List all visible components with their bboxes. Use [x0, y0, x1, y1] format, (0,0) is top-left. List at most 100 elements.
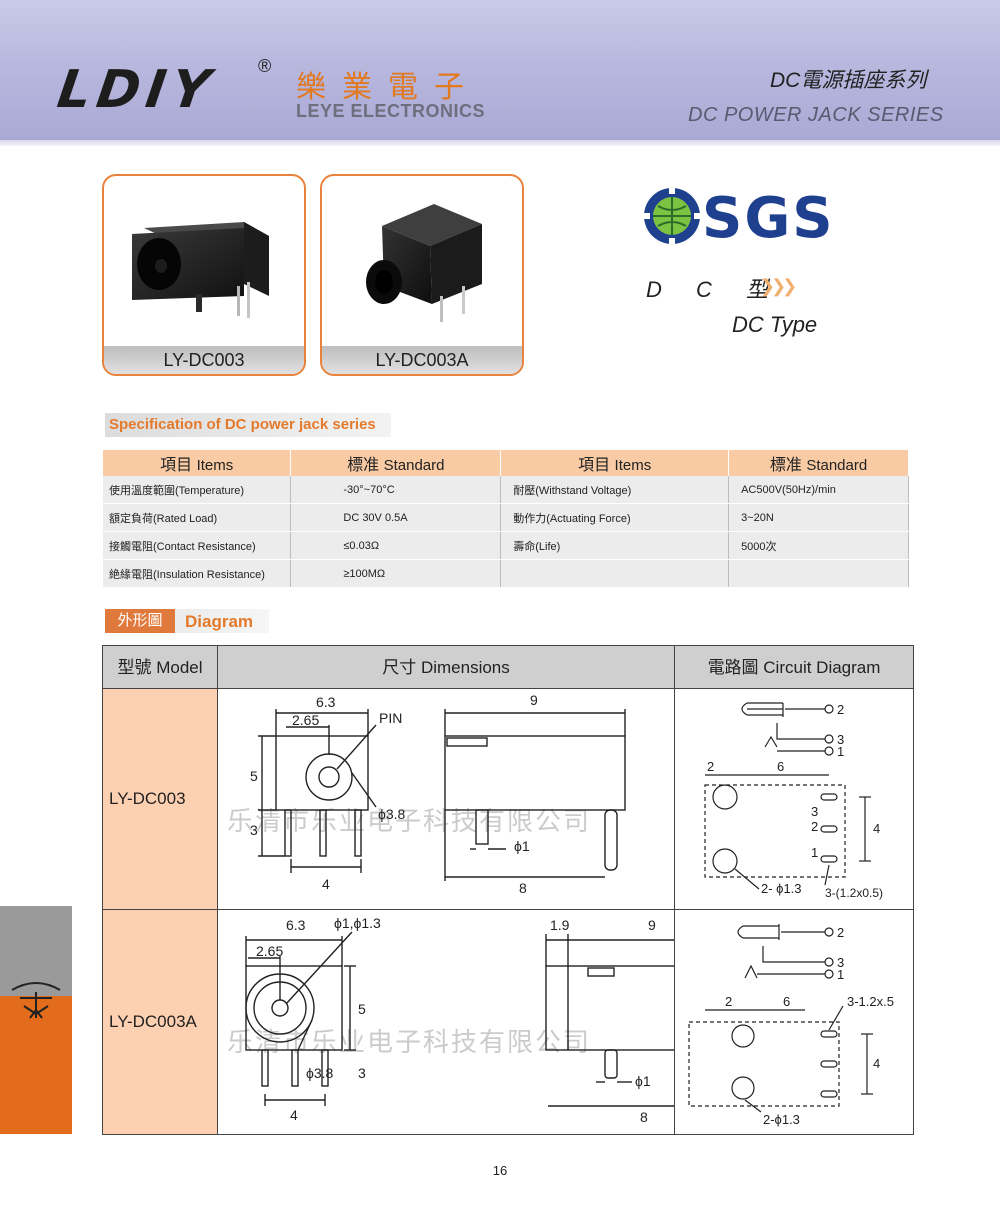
product-card-dc003a: LY-DC003A: [320, 174, 524, 376]
spec-value: 3~20N: [728, 503, 909, 532]
circuit-column-header: 電路圖 Circuit Diagram: [675, 646, 913, 688]
dim-body-height: 5: [250, 768, 258, 784]
model-cell: LY-DC003A: [103, 910, 217, 1134]
spec-row: 接觸電阻(Contact Resistance) ≤0.03Ω 壽命(Life)…: [103, 531, 909, 560]
circuit-dim-6: 6: [777, 759, 784, 774]
company-emblem-icon: [11, 982, 61, 1019]
circuit-dim-2: 2: [725, 994, 732, 1009]
circuit-dim-2: 2: [707, 759, 714, 774]
side-tab: [0, 906, 72, 1134]
dimension-drawing-dc003a: 6.3 2.65 ϕ1,ϕ1.3 5 ϕ3.8 3 4 1.9 9 ϕ1 8: [245, 915, 674, 1125]
dim-pitch: 4: [290, 1107, 298, 1123]
header-divider-line: [103, 688, 913, 689]
circuit-slot-3: 3: [811, 804, 818, 819]
watermark-text: 乐清市乐业电子科技有限公司: [227, 807, 592, 837]
page-header: [0, 0, 1000, 140]
circuit-hole-note: 2-ϕ1.3: [763, 1112, 800, 1127]
diagram-title-en: Diagram: [185, 612, 254, 631]
dimension-drawing-dc003: 6.3 2.65 PIN 5 3 ϕ3.8 4 9 ϕ1 8: [250, 692, 626, 896]
spec-items-header: 項目 Items: [103, 450, 292, 476]
circuit-pin-1: 1: [837, 744, 844, 759]
chevron-arrows-icon: ❯❯❯: [760, 276, 797, 296]
spec-value: 5000次: [728, 531, 909, 560]
spec-standard-header: 標准 Standard: [290, 450, 502, 476]
dim-length: 9: [648, 917, 656, 933]
circuit-dim-6: 6: [783, 994, 790, 1009]
dim-hole: ϕ3.8: [306, 1065, 334, 1081]
type-label-en: DC Type: [732, 312, 818, 337]
spec-value: ≥100MΩ: [290, 559, 502, 588]
spec-item: 接觸電阻(Contact Resistance): [103, 531, 292, 560]
dim-width: 6.3: [316, 694, 336, 710]
spec-section-title: Specification of DC power jack series: [105, 413, 391, 437]
spec-row: 絶緣電阻(Insulation Resistance) ≥100MΩ: [103, 559, 909, 588]
spec-item: 額定負荷(Rated Load): [103, 503, 292, 532]
circuit-slot-2: 2: [811, 819, 818, 834]
spec-value: -30°~70°C: [290, 476, 502, 504]
circuit-slot-note: 3-1.2x.5: [847, 994, 894, 1009]
circuit-pin-1: 1: [837, 967, 844, 982]
spec-value: DC 30V 0.5A: [290, 503, 502, 532]
spec-value: [728, 559, 909, 588]
diagram-table: 型號 Model 尺寸 Dimensions 電路圖 Circuit Diagr…: [102, 645, 914, 1135]
dim-pin-height: 3: [250, 822, 258, 838]
circuit-diagram-dc003a: 2 3 1 2 6 3-1.2x.5 4 2-ϕ1.3: [688, 924, 894, 1127]
circuit-pin-3: 3: [837, 955, 844, 970]
spec-row: 額定負荷(Rated Load) DC 30V 0.5A 動作力(Actuati…: [103, 503, 909, 532]
dim-front: 1.9: [550, 917, 570, 933]
dimensions-column-header: 尺寸 Dimensions: [218, 646, 675, 688]
product-caption: LY-DC003A: [322, 346, 522, 374]
registered-mark: ®: [258, 56, 272, 76]
series-title-cn: DC電源插座系列: [770, 69, 927, 92]
column-divider-line: [674, 646, 675, 1134]
spec-header-row: 項目 Items 標准 Standard 項目 Items 標准 Standar…: [103, 450, 909, 476]
series-title-en: DC POWER JACK SERIES: [688, 104, 944, 126]
dim-pitch: 4: [322, 876, 330, 892]
spec-item: [500, 559, 730, 588]
circuit-slot-1: 1: [811, 845, 818, 860]
spec-items-header: 項目 Items: [500, 450, 730, 476]
dim-length-bottom: 8: [640, 1109, 648, 1125]
product-card-dc003: LY-DC003: [102, 174, 306, 376]
dim-length-bottom: 8: [519, 880, 527, 896]
spec-value: AC500V(50Hz)/min: [728, 476, 909, 504]
type-label-cn: D C 型: [646, 277, 783, 302]
dim-hole: ϕ3.8: [378, 806, 406, 822]
spec-item: 壽命(Life): [500, 531, 730, 560]
spec-item: 使用溫度範圍(Temperature): [103, 476, 292, 504]
dim-pin-label: PIN: [379, 710, 402, 726]
product-photo-dc003a: [366, 204, 482, 322]
dim-pin-dia: ϕ1: [514, 838, 530, 854]
header-divider: [0, 140, 1000, 146]
product-caption: LY-DC003: [104, 346, 304, 374]
dim-length: 9: [530, 692, 538, 708]
brand-logo: LDIY: [53, 60, 220, 120]
spec-row: 使用溫度範圍(Temperature) -30°~70°C 耐壓(Withsta…: [103, 476, 909, 504]
spec-value: ≤0.03Ω: [290, 531, 502, 560]
circuit-dim-4: 4: [873, 821, 880, 836]
circuit-dim-4: 4: [873, 1056, 880, 1071]
dim-hole-note: ϕ1,ϕ1.3: [334, 915, 381, 931]
product-photo-dc003: [132, 222, 269, 318]
circuit-pin-2: 2: [837, 702, 844, 717]
dim-width: 6.3: [286, 917, 306, 933]
sgs-globe-icon: [642, 186, 702, 246]
dim-inner: 2.65: [292, 712, 319, 728]
dim-body-height: 5: [358, 1001, 366, 1017]
page-number: 16: [492, 1163, 508, 1178]
circuit-slot-note: 3-(1.2x0.5): [825, 886, 883, 900]
circuit-hole-note: 2- ϕ1.3: [761, 881, 802, 896]
dim-pin-height: 3: [358, 1065, 366, 1081]
circuit-pin-3: 3: [837, 732, 844, 747]
dim-inner: 2.65: [256, 943, 283, 959]
brand-name-cn: 樂業電子: [296, 70, 480, 105]
row-divider-line: [103, 909, 913, 910]
column-divider-line: [217, 646, 218, 1134]
spec-item: 絶緣電阻(Insulation Resistance): [103, 559, 292, 588]
model-column-header: 型號 Model: [103, 646, 218, 688]
dim-pin-dia: ϕ1: [635, 1073, 651, 1089]
spec-table: 項目 Items 標准 Standard 項目 Items 標准 Standar…: [103, 450, 909, 588]
circuit-pin-2: 2: [837, 925, 844, 940]
circuit-diagram-dc003: 2 3 1 2 6 4 3 2 1 2- ϕ1.3 3-(1.2x0.5): [704, 702, 883, 900]
brand-name-en: LEYE ELECTRONICS: [296, 101, 486, 121]
